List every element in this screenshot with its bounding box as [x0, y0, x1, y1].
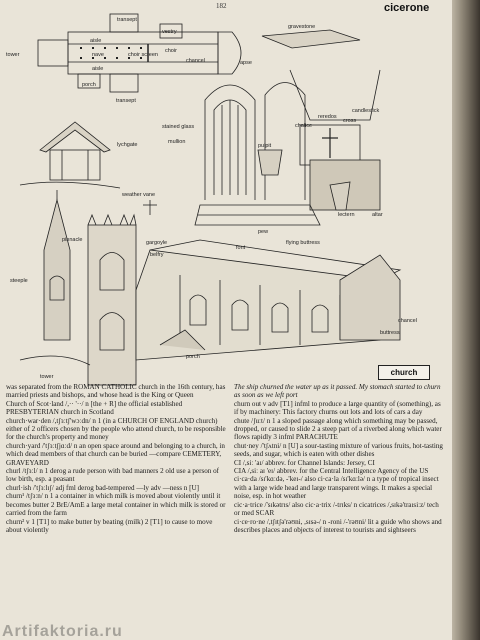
label-tower: tower — [6, 52, 20, 58]
label-nave: nave — [92, 52, 104, 58]
label-vestry: vestry — [162, 29, 177, 35]
church-exterior — [19, 190, 402, 386]
page-edge — [452, 0, 480, 640]
entry-cicatrice: cic·a·trice /'sɪkətrɪs/ also cic·a·trix … — [234, 500, 439, 518]
label-stained-glass: stained glass — [162, 124, 194, 130]
entry-chutney: chut·ney /'tʃʌtni/ n [U] a sour-tasting … — [234, 441, 443, 459]
label-reredos: reredos — [318, 114, 337, 120]
label-porch: porch — [82, 82, 96, 88]
entry-cicada: ci·ca·da /sɪ'kɑːdə, -'keɪ-/ also ci·ca·l… — [234, 475, 439, 501]
dictionary-page: 182 cicerone transept vestry aisle choir — [0, 0, 452, 640]
entry-cia: CIA /,siː aɪ 'eɪ/ abbrev. for the Centra… — [234, 467, 429, 476]
page-number: 182 — [216, 2, 227, 10]
church-interior — [194, 69, 381, 226]
entry-chute: chute /ʃuːt/ n 1 a sloped passage along … — [234, 416, 442, 442]
entry-churn-verb: churn² v 1 [T1] to make butter by beatin… — [6, 517, 213, 534]
entry-churn-out: churn out v adv [T1] infml to produce a … — [234, 399, 441, 417]
label-choir: choir — [165, 48, 177, 54]
label-aisle: aisle — [90, 38, 101, 44]
entry-churn-noun: churn¹ /tʃɜːn/ n 1 a container in which … — [6, 492, 226, 518]
floor-plan — [37, 13, 242, 93]
label-buttress: buttress — [380, 330, 400, 336]
label-transept-top: transept — [117, 17, 137, 23]
label-chancel-exterior: chancel — [398, 318, 417, 324]
entry-churl: churl /tʃɜːl/ n 1 derog a rude person wi… — [6, 467, 219, 484]
label-weather-vane: weather vane — [121, 192, 155, 198]
church-illustration: transept vestry aisle choir tower nave c… — [6, 13, 417, 386]
label-lychgate: lychgate — [117, 142, 138, 148]
entry-churchyard: church·yard /'tʃɜːtʃjɑːd/ n an open spac… — [6, 441, 225, 467]
label-aisle-lower: aisle — [92, 66, 103, 72]
label-cross: cross — [343, 118, 356, 124]
lychgate-drawing — [19, 121, 121, 189]
gravestone-drawing — [261, 29, 361, 49]
entry-ci: CI /,siː 'aɪ/ abbrev. for Channel Island… — [234, 458, 375, 467]
label-altar: altar — [372, 212, 383, 218]
label-gargoyle: gargoyle — [146, 240, 167, 246]
label-gravestone: gravestone — [288, 24, 315, 30]
label-apse: apse — [240, 60, 252, 66]
entry-cicerone: ci·ce·ro·ne /,tʃɪtʃə'rəʊni, ,sɪsə-/ n -r… — [234, 517, 442, 534]
entry-example: The ship churned the water up as it pass… — [234, 383, 441, 400]
label-belfry: belfry — [150, 252, 164, 258]
label-steeple: steeple — [10, 278, 28, 284]
label-tower-spire: tower — [40, 374, 54, 380]
label-pulpit: pulpit — [258, 143, 272, 149]
right-column: The ship churned the water up as it pass… — [234, 383, 446, 534]
label-pew: pew — [258, 229, 268, 235]
entry-church-of-scotland: Church of Scot·land /,·· '··/ n [the + R… — [6, 399, 183, 417]
figure-caption: church — [378, 365, 430, 380]
label-choir-screen: choir screen — [128, 52, 158, 58]
label-mullion: mullion — [168, 139, 185, 145]
label-lectern: lectern — [338, 212, 355, 218]
label-font: font — [236, 245, 246, 251]
entry-churchwarden: church·war·den /,tʃɜːtʃ'wɔːdn/ n 1 (in a… — [6, 416, 226, 442]
label-chalice: chalice — [295, 123, 312, 129]
label-candlestick: candlestick — [352, 108, 379, 114]
watermark: Artifaktoria.ru — [2, 623, 123, 640]
left-column: was separated from the ROMAN CATHOLIC ch… — [6, 383, 228, 534]
guideword: cicerone — [384, 2, 430, 14]
label-chancel: chancel — [186, 58, 205, 64]
label-pinnacle: pinnacle — [62, 237, 83, 243]
entry-churlish: churl·ish /'tʃɜːlɪʃ/ adj fml derog bad-t… — [6, 483, 199, 492]
label-flying-buttress: flying buttress — [286, 240, 320, 246]
label-porch-exterior: porch — [186, 354, 200, 360]
entry-text: was separated from the ROMAN CATHOLIC ch… — [6, 383, 226, 400]
label-transept-bottom: transept — [116, 98, 136, 104]
